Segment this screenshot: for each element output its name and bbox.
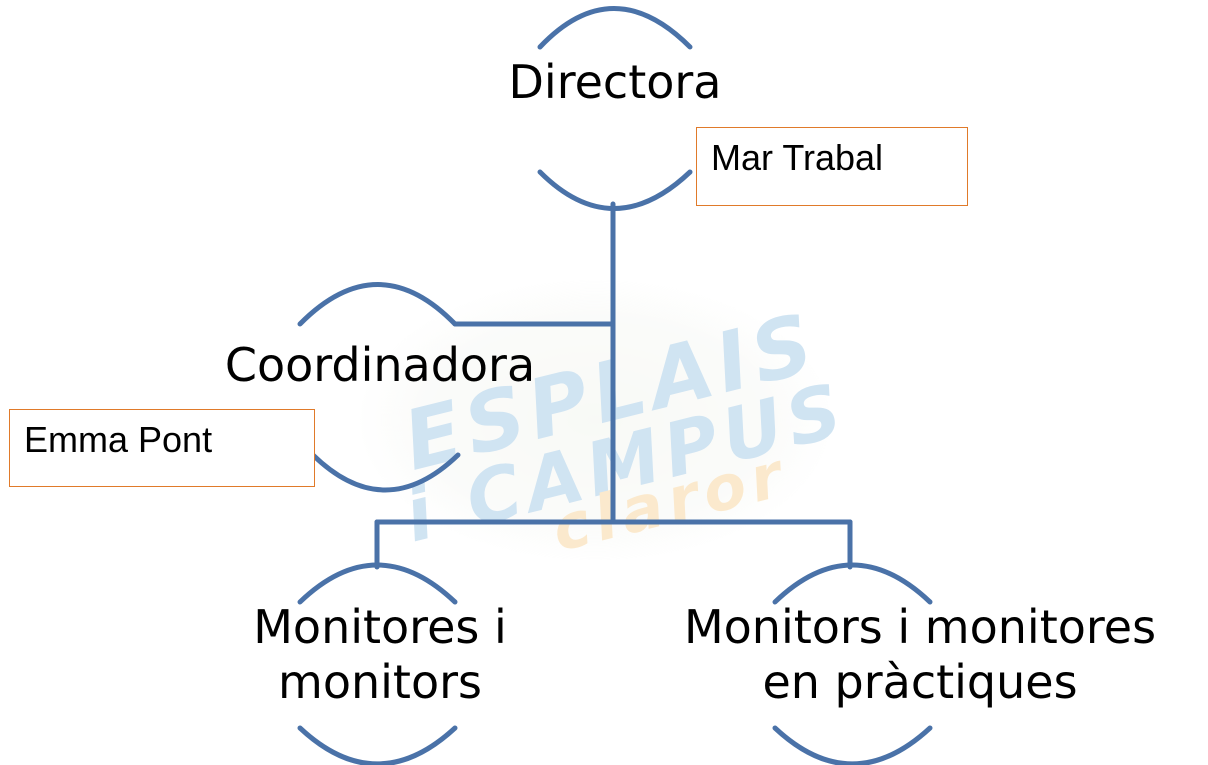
name-box-directora: Mar Trabal bbox=[696, 127, 968, 206]
practiques-arc-top bbox=[772, 562, 933, 605]
coordinadora-arc-bottom bbox=[310, 452, 461, 493]
coordinadora-arc-top bbox=[297, 282, 458, 327]
practiques-arc-bottom bbox=[772, 725, 933, 765]
practiques-line-2: en pràctiques bbox=[762, 655, 1078, 710]
monitores-arc-top bbox=[297, 562, 458, 605]
monitores-line-2: monitors bbox=[278, 655, 482, 710]
watermark-logo: ESPLAIS i CAMPUS claror bbox=[360, 250, 856, 580]
node-title-coordinadora: Coordinadora bbox=[224, 338, 536, 392]
node-title-monitores: Monitores i monitors bbox=[200, 600, 560, 710]
node-title-practiques: Monitors i monitores en pràctiques bbox=[630, 600, 1208, 710]
monitores-arc-bottom bbox=[297, 725, 458, 765]
practiques-line-1: Monitors i monitores bbox=[683, 600, 1157, 654]
monitores-line-1: Monitores i bbox=[253, 600, 507, 654]
name-box-coordinadora: Emma Pont bbox=[9, 409, 315, 487]
node-title-directora: Directora bbox=[508, 55, 722, 109]
directora-arc-top bbox=[537, 6, 693, 50]
